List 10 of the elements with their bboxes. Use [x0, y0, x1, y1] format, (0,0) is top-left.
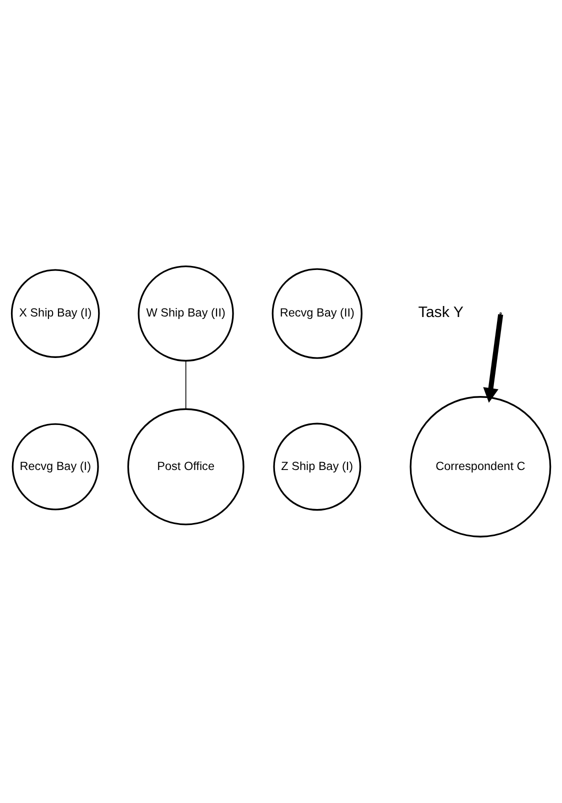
node-circle: Correspondent C — [410, 396, 552, 538]
node-circle: Recvg Bay (II) — [272, 268, 362, 359]
label: Task Y — [418, 304, 464, 322]
node-circle: W Ship Bay (II) — [138, 266, 234, 362]
node-circle: Recvg Bay (I) — [12, 423, 99, 510]
connector — [185, 360, 186, 410]
node-circle: X Ship Bay (I) — [10, 269, 100, 358]
arrow — [483, 314, 504, 403]
node-circle: Z Ship Bay (I) — [273, 422, 362, 511]
node-circle: Post Office — [127, 408, 244, 526]
